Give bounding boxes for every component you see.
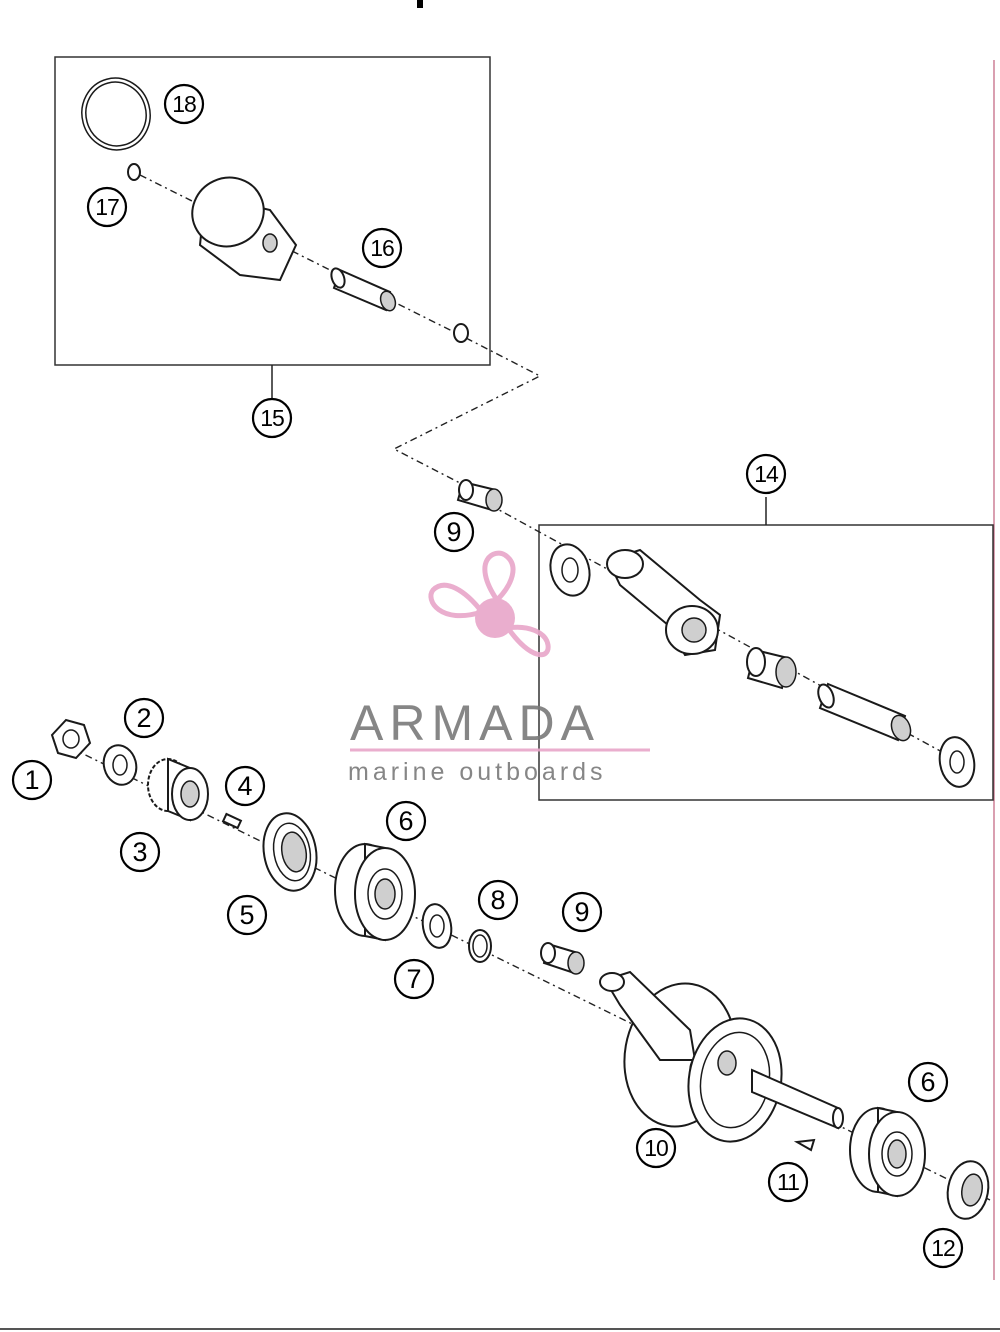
callout-6-left: 6	[385, 800, 427, 842]
crankshaft-nut	[50, 718, 92, 760]
circlip-left	[127, 163, 141, 181]
needle-bearing-upper	[456, 479, 503, 512]
callout-4: 4	[224, 765, 266, 807]
callout-5: 5	[226, 894, 268, 936]
lock-washer	[102, 744, 138, 786]
piston-pin	[330, 267, 397, 312]
svg-text:11: 11	[777, 1169, 799, 1195]
callout-7: 7	[393, 958, 435, 1000]
piston-ring	[81, 77, 151, 151]
svg-text:15: 15	[260, 405, 284, 431]
callout-11: 11	[767, 1161, 809, 1203]
needle-bearing-big-end	[746, 647, 797, 690]
connecting-rod	[606, 548, 722, 657]
piston	[191, 176, 298, 282]
circlip-right	[453, 323, 469, 343]
callout-16: 16	[361, 227, 403, 269]
callout-2: 2	[123, 697, 165, 739]
thrust-washer-right	[938, 736, 976, 788]
svg-text:8: 8	[490, 885, 505, 915]
callout-9-lower: 9	[561, 891, 603, 933]
callout-12: 12	[922, 1227, 964, 1269]
shaft-seal	[262, 812, 318, 892]
callout-14: 14	[745, 453, 787, 495]
callout-18: 18	[163, 83, 205, 125]
callout-10: 10	[635, 1127, 677, 1169]
callout-6-right: 6	[907, 1061, 949, 1103]
svg-text:9: 9	[446, 517, 461, 547]
svg-text:2: 2	[136, 703, 151, 733]
crankshaft	[599, 970, 844, 1143]
ball-bearing-right	[849, 1106, 926, 1198]
svg-text:3: 3	[132, 837, 147, 867]
watermark-brand: ARMADA	[350, 695, 600, 751]
crank-key	[793, 1138, 816, 1152]
crank-pin	[817, 682, 912, 742]
svg-text:7: 7	[406, 964, 421, 994]
callout-15: 15	[251, 397, 293, 439]
needle-bearing-lower	[540, 942, 585, 975]
svg-text:6: 6	[398, 806, 413, 836]
shim-washer	[421, 903, 453, 949]
svg-text:12: 12	[931, 1235, 955, 1261]
retaining-ring	[468, 929, 492, 963]
watermark-tagline: marine outboards	[348, 758, 607, 786]
svg-text:9: 9	[574, 897, 589, 927]
thrust-washer-left	[549, 543, 591, 597]
callout-1: 1	[11, 759, 53, 801]
propeller-logo-icon	[428, 550, 551, 658]
callout-3: 3	[119, 831, 161, 873]
callout-17: 17	[86, 186, 128, 228]
watermark: ARMADA marine outboards	[348, 550, 650, 786]
shaft-seal-right	[946, 1160, 990, 1220]
link-dash-15-9	[392, 337, 542, 484]
callout-9-upper: 9	[433, 511, 475, 553]
svg-text:18: 18	[172, 91, 196, 117]
svg-text:5: 5	[239, 900, 254, 930]
callout-8: 8	[477, 879, 519, 921]
top-edge-mark	[417, 0, 423, 8]
svg-text:6: 6	[920, 1067, 935, 1097]
svg-text:10: 10	[644, 1135, 668, 1161]
woodruff-key	[221, 812, 243, 830]
svg-text:4: 4	[237, 771, 252, 801]
svg-text:17: 17	[95, 194, 119, 220]
primary-gear	[147, 757, 209, 822]
svg-text:1: 1	[24, 765, 39, 795]
svg-text:14: 14	[754, 461, 779, 487]
svg-text:16: 16	[370, 235, 394, 261]
ball-bearing-left	[334, 842, 416, 942]
